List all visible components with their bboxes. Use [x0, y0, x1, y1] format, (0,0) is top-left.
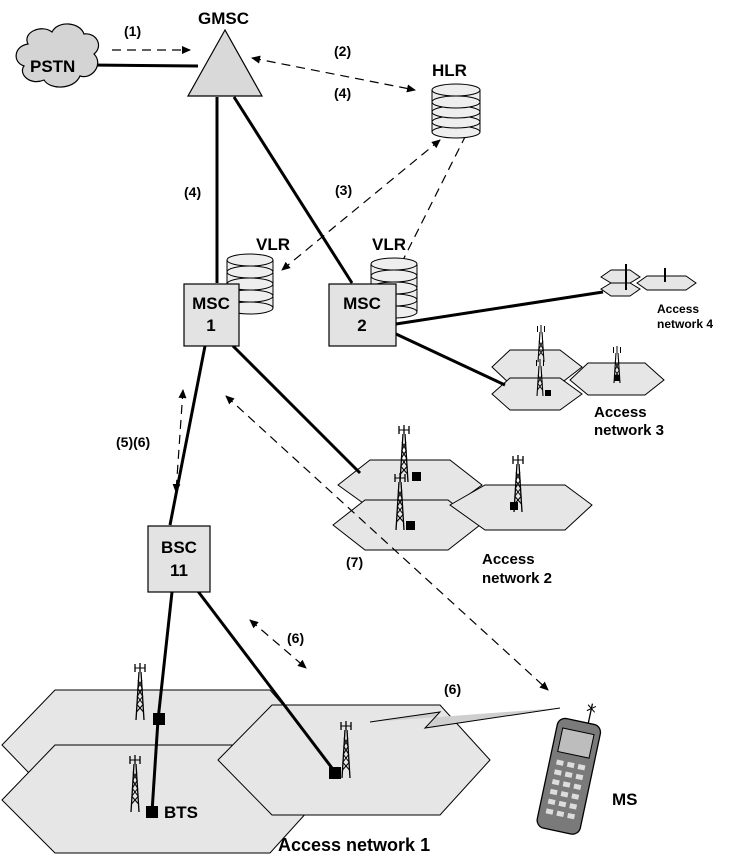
- step-1-label: (1): [124, 23, 141, 39]
- hlr-vlr2-dashed: [401, 134, 467, 263]
- access-network-3-label-line1: Access: [594, 404, 647, 421]
- access-network-2-label-line1: Access: [482, 551, 535, 568]
- access-network-4-label-line2: network 4: [657, 317, 713, 331]
- step-6-radio-label: (6): [444, 681, 461, 697]
- msc2-an3-link: [395, 332, 506, 387]
- signalling-arrows: [112, 46, 549, 691]
- msc1-an2-link: [231, 344, 362, 475]
- step-5-6-label: (5)(6): [116, 434, 150, 450]
- step-4-msc-label: (4): [184, 184, 201, 200]
- bsc11-box: [147, 525, 211, 593]
- hlr-label: HLR: [432, 61, 467, 80]
- arrow-step-3: [281, 139, 441, 271]
- arrow-step-5-6: [172, 389, 187, 493]
- bsc-bts-upper-link: [156, 591, 174, 721]
- gmsc-label: GMSC: [198, 9, 249, 28]
- arrow-step-6-bsc: [249, 619, 307, 669]
- ms-label: MS: [612, 790, 638, 809]
- mobile-phone-icon: [536, 703, 602, 835]
- pstn-cloud-icon: [15, 23, 99, 88]
- bsc-bts-lower-link: [150, 719, 160, 813]
- step-4-hlr-label: (4): [334, 85, 351, 101]
- access-network-3-label-line2: network 3: [594, 422, 664, 439]
- msc1-box: [183, 283, 240, 347]
- msc2-an4-link: [395, 290, 604, 326]
- msc1-bsc-link: [168, 345, 207, 526]
- msc2-box: [328, 283, 397, 347]
- bsc-number: 11: [170, 561, 188, 580]
- access-network-2-label-line2: network 2: [482, 570, 552, 587]
- pstn-gmsc-link: [89, 63, 199, 68]
- msc2-label: MSC: [343, 294, 381, 313]
- step-3-label: (3): [335, 182, 352, 198]
- an4-antenna-icons: [625, 264, 666, 290]
- access-network-1-label: Access network 1: [278, 835, 430, 855]
- step-7-label: (7): [346, 554, 363, 570]
- access-network-1-cells: [1, 689, 491, 854]
- bsc-label: BSC: [161, 538, 197, 557]
- vlr1-label: VLR: [256, 235, 290, 254]
- vlr2-label: VLR: [372, 235, 406, 254]
- access-network-3-cells: [491, 349, 665, 411]
- arrow-step-2-4: [251, 55, 416, 93]
- access-network-4-label-line1: Access: [657, 302, 699, 316]
- msc2-number: 2: [357, 316, 366, 335]
- msc1-number: 1: [206, 316, 215, 335]
- step-2-label: (2): [334, 43, 351, 59]
- bts-label: BTS: [164, 803, 198, 822]
- radio-link-zigzag: [369, 707, 561, 729]
- access-network-2-cells: [332, 459, 593, 551]
- msc1-label: MSC: [192, 294, 230, 313]
- hlr-database-icon: [431, 83, 481, 139]
- bts-square-icons: [146, 375, 620, 818]
- gmsc-triangle-icon: [186, 28, 264, 97]
- pstn-label: PSTN: [30, 57, 75, 76]
- access-network-4-cells: [600, 269, 697, 297]
- arrow-step-7: [225, 395, 549, 691]
- step-6-bsc-label: (6): [287, 630, 304, 646]
